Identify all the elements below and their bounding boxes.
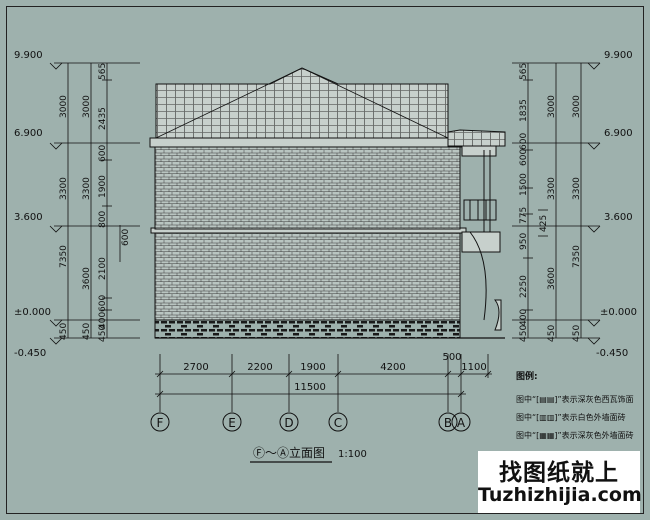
svg-text:2435: 2435 [98, 107, 108, 130]
roof-tiles [155, 67, 449, 139]
axis-bubble-a: A [451, 412, 471, 432]
axis-bubble-e: E [222, 412, 242, 432]
svg-text:3300: 3300 [572, 177, 582, 200]
svg-text:3300: 3300 [59, 177, 69, 200]
svg-text:C: C [334, 416, 342, 430]
elev-0-left: ±0.000 [14, 307, 51, 318]
left-elevation-labels: 9.900 6.900 3.600 ±0.000 -0.450 [14, 50, 51, 359]
total-width: 11500 [294, 382, 326, 393]
watermark-url: Tuzhizhijia.com [478, 484, 642, 506]
svg-text:3000: 3000 [572, 95, 582, 118]
elev-neg450-left: -0.450 [14, 348, 46, 359]
right-dimensions [512, 62, 601, 345]
svg-text:400: 400 [98, 312, 108, 329]
svg-text:B: B [444, 416, 452, 430]
svg-text:3000: 3000 [82, 95, 92, 118]
legend-title: 图例: [516, 370, 538, 382]
axis-bubble-b: B [438, 412, 458, 432]
right-dimension-texts: 565 1835 600 600 1500 775 425 950 2250 4… [519, 63, 582, 342]
legend-item-roof: 图中“[▤▤]”表示深灰色西瓦饰面 [516, 394, 634, 404]
svg-text:4200: 4200 [380, 362, 405, 373]
svg-text:450: 450 [547, 325, 557, 342]
svg-text:450: 450 [98, 325, 108, 342]
elev-0-right: ±0.000 [600, 307, 637, 318]
bottom-dimensions [155, 354, 492, 412]
elev-9900-left: 9.900 [14, 50, 43, 61]
elev-3600-left: 3.600 [14, 212, 43, 223]
svg-text:3000: 3000 [59, 95, 69, 118]
svg-text:565: 565 [519, 63, 529, 80]
svg-text:600: 600 [519, 149, 529, 166]
drawing-title-block: Ⓕ～Ⓐ立面图 1:100 [250, 445, 367, 463]
svg-text:A: A [457, 416, 466, 430]
svg-text:450: 450 [572, 325, 582, 342]
elev-6900-left: 6.900 [14, 128, 43, 139]
svg-text:3300: 3300 [547, 177, 557, 200]
drawing-title: Ⓕ～Ⓐ立面图 [253, 445, 325, 460]
svg-text:450: 450 [82, 323, 92, 340]
svg-text:800: 800 [98, 211, 108, 228]
plinth-dark-tiles [154, 319, 461, 339]
svg-text:3000: 3000 [547, 95, 557, 118]
svg-text:600: 600 [98, 295, 108, 312]
svg-text:450: 450 [59, 323, 69, 340]
second-floor-wall [154, 146, 461, 230]
axis-bubble-c: C [328, 412, 348, 432]
left-dimension-texts: 3000 3300 7350 450 3000 3300 3600 450 56… [59, 63, 131, 342]
bottom-dimension-texts: 2700 2200 1900 4200 500 1100 11500 [183, 352, 486, 393]
elev-6900-right: 6.900 [604, 128, 633, 139]
svg-text:2100: 2100 [98, 257, 108, 280]
svg-text:7350: 7350 [59, 245, 69, 268]
legend-item-white-tile: 图中“[▥▥]”表示白色外墙面砖 [516, 412, 626, 422]
eave-band [149, 137, 467, 148]
svg-text:600: 600 [98, 145, 108, 162]
svg-text:2250: 2250 [519, 275, 529, 298]
elev-neg450-right: -0.450 [596, 348, 628, 359]
left-dimensions [49, 62, 140, 345]
svg-text:F: F [157, 416, 164, 430]
side-roof [447, 129, 506, 147]
svg-text:600: 600 [121, 229, 131, 246]
svg-text:565: 565 [98, 63, 108, 80]
svg-text:D: D [284, 416, 293, 430]
svg-text:400: 400 [519, 309, 529, 326]
svg-text:7350: 7350 [572, 245, 582, 268]
axis-bubble-f: F [150, 412, 170, 432]
watermark-chinese: 找图纸就上 [499, 460, 619, 486]
balcony-rail [463, 199, 497, 221]
right-elevation-labels: 9.900 6.900 3.600 ±0.000 -0.450 [596, 50, 637, 359]
svg-text:3300: 3300 [82, 177, 92, 200]
svg-text:775: 775 [519, 207, 529, 224]
svg-text:1900: 1900 [300, 362, 325, 373]
svg-text:3600: 3600 [82, 267, 92, 290]
svg-text:1900: 1900 [98, 175, 108, 198]
drawing-scale: 1:100 [338, 449, 367, 460]
svg-text:600: 600 [519, 133, 529, 150]
svg-text:500: 500 [442, 352, 461, 363]
elev-3600-right: 3.600 [604, 212, 633, 223]
first-floor-wall [154, 231, 461, 321]
svg-text:1100: 1100 [461, 362, 486, 373]
steps [493, 299, 502, 331]
svg-text:2200: 2200 [247, 362, 272, 373]
legend-item-dark-tile: 图中“[▦▦]”表示深灰色外墙面砖 [516, 430, 634, 440]
svg-text:2700: 2700 [183, 362, 208, 373]
svg-text:1835: 1835 [519, 99, 529, 122]
legend: 图例: 图中“[▤▤]”表示深灰色西瓦饰面 图中“[▥▥]”表示白色外墙面砖 图… [516, 370, 634, 440]
svg-text:1500: 1500 [519, 173, 529, 196]
axis-bubble-d: D [279, 412, 299, 432]
svg-text:950: 950 [519, 233, 529, 250]
svg-text:425: 425 [539, 215, 549, 232]
svg-text:450: 450 [519, 325, 529, 342]
elev-9900-right: 9.900 [604, 50, 633, 61]
svg-text:E: E [228, 416, 236, 430]
axis-bubbles: F E D C B A [150, 412, 471, 432]
svg-text:3600: 3600 [547, 267, 557, 290]
watermark-logo: 找图纸就上 Tuzhizhijia.com [478, 451, 642, 513]
building-elevation [149, 67, 506, 339]
